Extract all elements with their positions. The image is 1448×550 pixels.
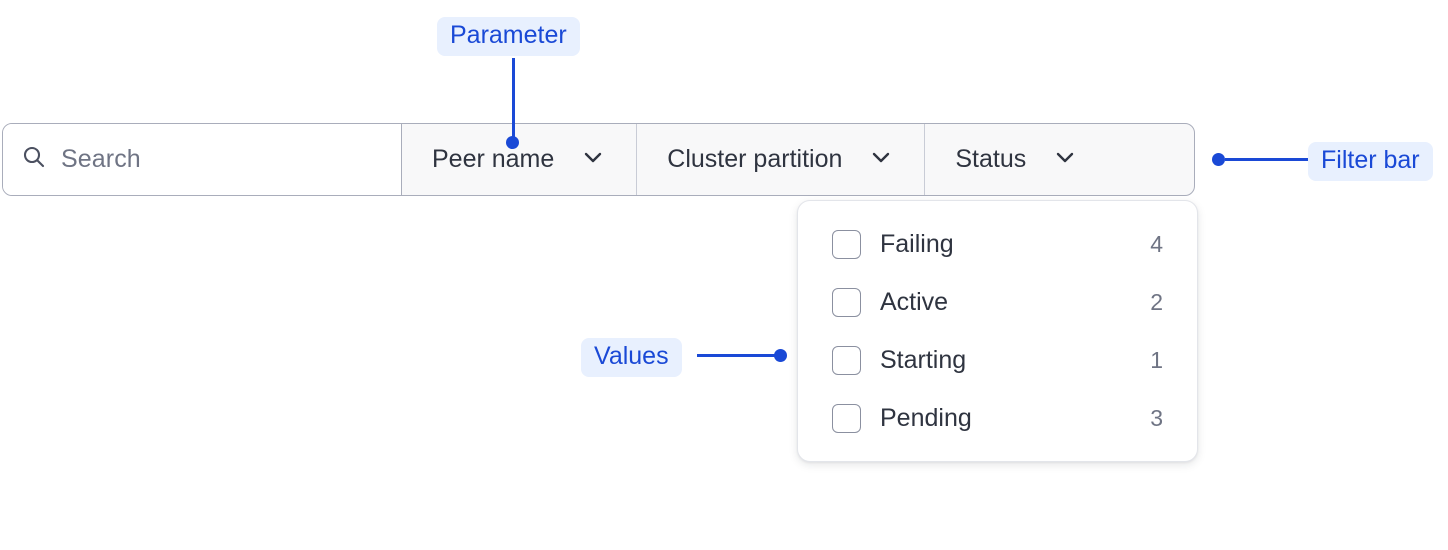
- filter-segment-label: Peer name: [432, 145, 555, 173]
- annotation-connector-filter-bar: [1225, 158, 1308, 161]
- checkbox-failing[interactable]: [832, 229, 861, 259]
- search-input[interactable]: Search: [3, 124, 402, 195]
- dropdown-option-count: 2: [1150, 288, 1163, 315]
- filter-segment-cluster-partition[interactable]: Cluster partition: [637, 124, 926, 195]
- checkbox-pending[interactable]: [832, 403, 861, 433]
- dropdown-option-pending[interactable]: Pending 3: [798, 389, 1197, 447]
- filter-segment-label: Status: [955, 145, 1027, 173]
- annotation-dot-parameter: [506, 136, 519, 149]
- annotation-label-parameter: Parameter: [437, 17, 580, 56]
- chevron-down-icon: [580, 144, 606, 175]
- filter-segment-peer-name[interactable]: Peer name: [402, 124, 638, 195]
- filter-segment-status[interactable]: Status: [925, 124, 1109, 195]
- annotation-dot-filter-bar: [1212, 153, 1225, 166]
- dropdown-option-count: 1: [1150, 346, 1163, 373]
- annotation-dot-values: [774, 349, 787, 362]
- dropdown-option-label: Active: [880, 287, 949, 316]
- annotation-connector-parameter: [512, 58, 515, 143]
- dropdown-option-count: 4: [1150, 230, 1163, 257]
- dropdown-option-label: Starting: [880, 345, 967, 374]
- chevron-down-icon: [1052, 144, 1078, 175]
- dropdown-option-failing[interactable]: Failing 4: [798, 215, 1197, 273]
- search-placeholder: Search: [61, 145, 141, 173]
- annotation-label-values: Values: [581, 338, 682, 377]
- annotation-connector-values: [697, 354, 777, 357]
- chevron-down-icon: [868, 144, 894, 175]
- search-icon: [21, 144, 47, 175]
- dropdown-option-label: Failing: [880, 229, 954, 258]
- dropdown-option-count: 3: [1150, 404, 1163, 431]
- checkbox-starting[interactable]: [832, 345, 861, 375]
- dropdown-option-label: Pending: [880, 403, 972, 432]
- dropdown-option-active[interactable]: Active 2: [798, 273, 1197, 331]
- filter-segment-label: Cluster partition: [667, 145, 843, 173]
- annotation-label-filter-bar: Filter bar: [1308, 142, 1433, 181]
- checkbox-active[interactable]: [832, 287, 861, 317]
- status-dropdown-panel: Failing 4 Active 2 Starting 1 Pending 3: [797, 200, 1198, 462]
- filter-bar: Search Peer name Cluster partition Statu…: [2, 123, 1195, 196]
- dropdown-option-starting[interactable]: Starting 1: [798, 331, 1197, 389]
